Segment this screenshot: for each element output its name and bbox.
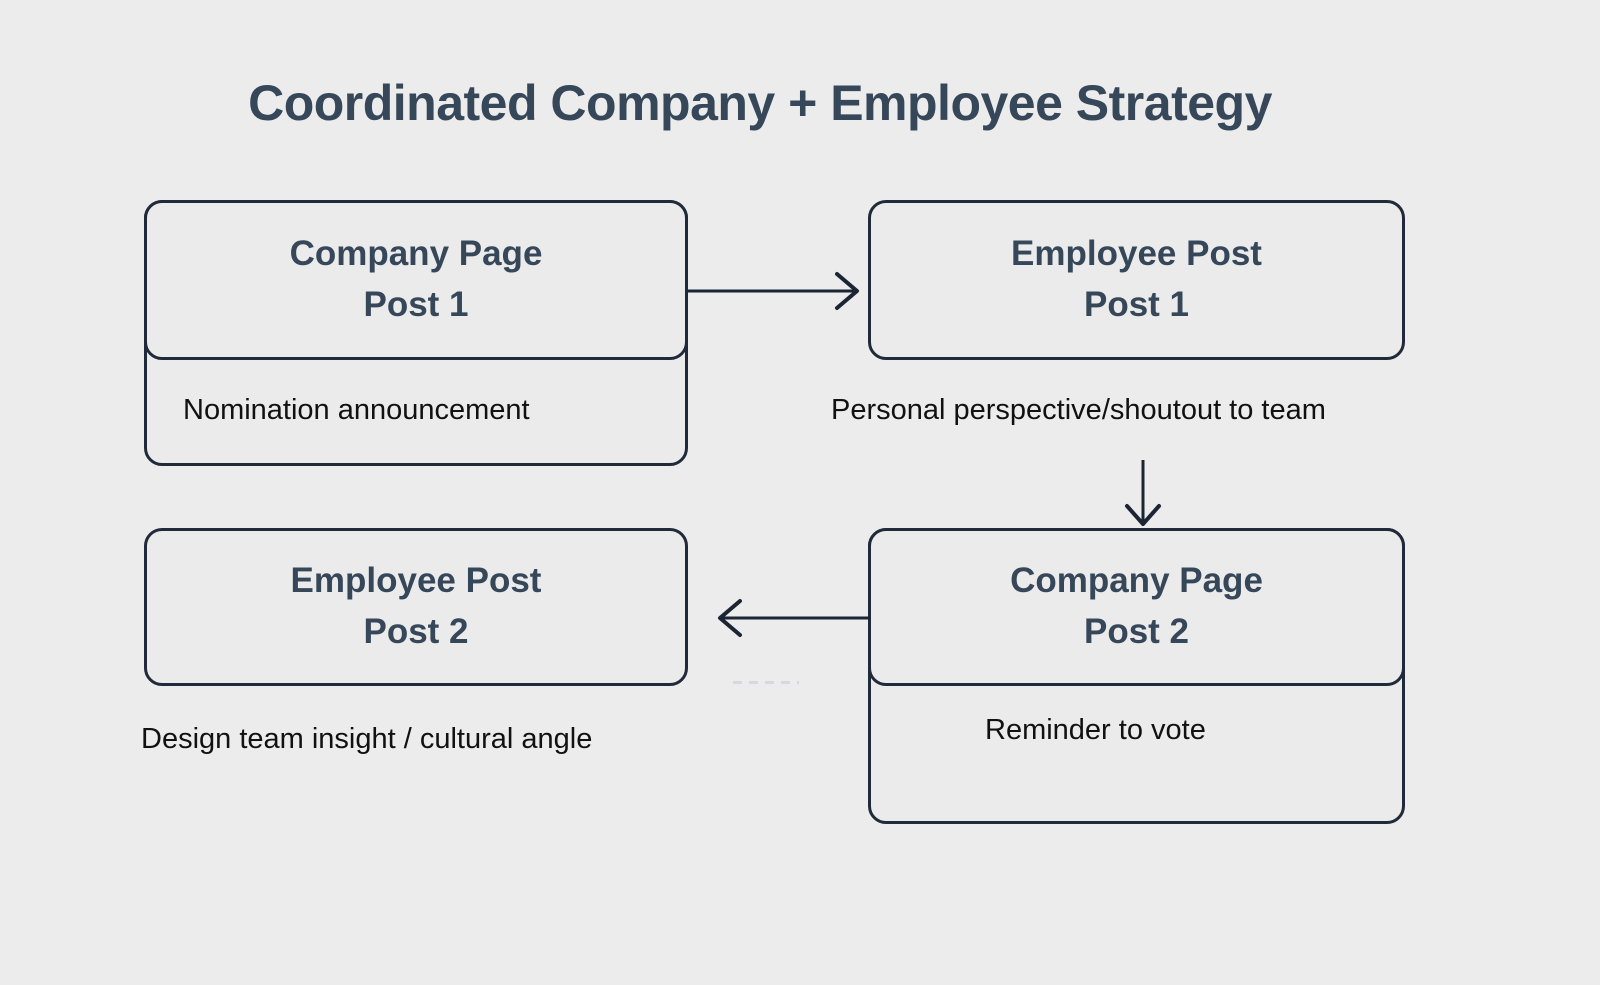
arrow-company2-to-employee2 xyxy=(718,599,870,637)
node-employee-post-2-heading-line1: Employee Post xyxy=(290,561,542,601)
node-company-page-post-1-body: Nomination announcement xyxy=(183,394,530,426)
page-title: Coordinated Company + Employee Strategy xyxy=(248,75,1272,131)
node-company-page-post-2-header[interactable]: Company Page Post 2 xyxy=(868,528,1405,686)
arrow-employee1-to-company2 xyxy=(1125,460,1161,526)
node-employee-post-1-header[interactable]: Employee Post Post 1 xyxy=(868,200,1405,360)
node-employee-post-2-heading-line2: Post 2 xyxy=(363,612,469,651)
node-employee-post-1-caption: Personal perspective/shoutout to team xyxy=(831,394,1326,426)
node-employee-post-1-heading-line1: Employee Post xyxy=(1011,234,1262,274)
stray-dashed-line-artifact xyxy=(733,681,799,684)
node-company-page-post-2-heading-line1: Company Page xyxy=(1010,561,1263,601)
node-employee-post-1-heading-line2: Post 1 xyxy=(1083,285,1190,324)
node-company-page-post-2-heading-line2: Post 2 xyxy=(1083,612,1190,651)
node-company-page-post-2-body: Reminder to vote xyxy=(985,714,1206,746)
node-company-page-post-1-heading-line1: Company Page xyxy=(289,234,543,274)
node-employee-post-2-caption: Design team insight / cultural angle xyxy=(141,723,593,755)
node-company-page-post-1-header[interactable]: Company Page Post 1 xyxy=(144,200,688,360)
node-company-page-post-1-heading-line2: Post 1 xyxy=(363,285,469,324)
node-employee-post-2-header[interactable]: Employee Post Post 2 xyxy=(144,528,688,686)
arrow-company1-to-employee1 xyxy=(687,272,859,310)
